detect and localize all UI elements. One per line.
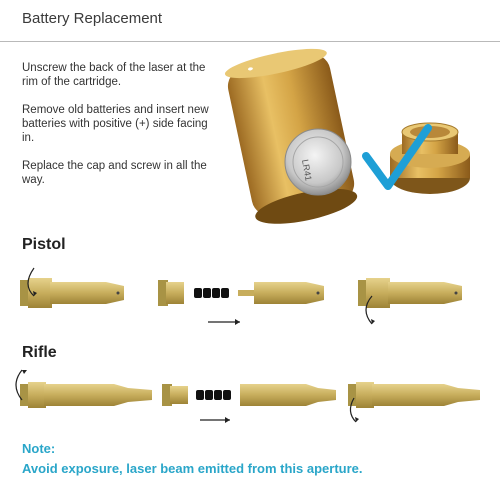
rotate-arrow-icon bbox=[349, 397, 357, 423]
rifle-step-3 bbox=[348, 382, 480, 423]
rotate-arrow-icon bbox=[15, 369, 23, 401]
rotate-arrow-icon bbox=[27, 267, 35, 297]
rifle-step-1 bbox=[15, 369, 152, 408]
instruction-step-3: Replace the cap and screw in all the way… bbox=[22, 160, 207, 186]
rotate-arrow-icon bbox=[365, 295, 373, 325]
checkmark-icon bbox=[362, 124, 432, 190]
pistol-step-1 bbox=[20, 267, 124, 308]
title-divider bbox=[0, 41, 500, 42]
battery-stack-icon bbox=[194, 288, 229, 298]
note-title: Note: bbox=[22, 441, 56, 456]
section-label-rifle: Rifle bbox=[22, 344, 57, 361]
battery-icon bbox=[284, 128, 352, 196]
section-label-pistol: Pistol bbox=[22, 236, 66, 253]
laser-cap-photo bbox=[390, 122, 470, 194]
instruction-step-1: Unscrew the back of the laser at the rim… bbox=[22, 62, 206, 88]
pistol-step-3 bbox=[358, 278, 462, 325]
rifle-step-2 bbox=[162, 384, 336, 423]
instruction-step-2: Remove old batteries and insert new batt… bbox=[22, 104, 209, 144]
battery-stack-icon bbox=[196, 390, 231, 400]
note-text: Avoid exposure, laser beam emitted from … bbox=[22, 461, 363, 476]
page-title: Battery Replacement bbox=[22, 10, 163, 27]
pistol-step-2 bbox=[158, 280, 324, 325]
laser-body-photo: LR41 bbox=[224, 48, 358, 224]
battery-label: LR41 bbox=[300, 159, 314, 182]
